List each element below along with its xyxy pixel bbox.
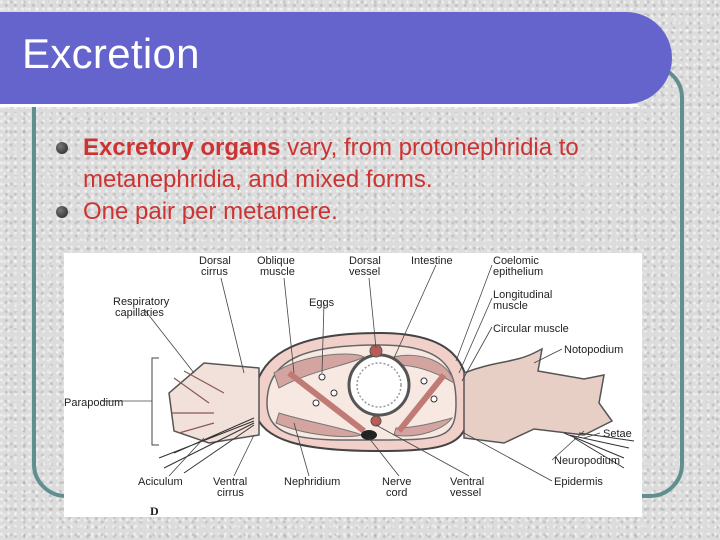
bullet-item: Excretory organs vary, from protonephrid…: [56, 132, 696, 196]
right-parapodium: [463, 347, 635, 469]
label-aciculum: Aciculum: [138, 476, 183, 488]
label-oblique-muscle: muscle: [260, 266, 295, 278]
intestine-lumen: [356, 362, 402, 408]
label-dorsal-cirrus: cirrus: [201, 266, 228, 278]
egg: [312, 399, 320, 407]
egg: [318, 373, 326, 381]
left-parapodium-lobe: [168, 362, 260, 444]
egg: [420, 377, 428, 385]
label-setae: Setae: [603, 428, 632, 440]
bullet-bold-text: Excretory organs: [83, 134, 281, 161]
body-cross-section: [252, 331, 471, 453]
label-coelomic-epithelium: epithelium: [493, 266, 543, 278]
diagram-labels: Dorsal cirrus Oblique muscle Dorsal vess…: [64, 255, 632, 517]
nerve-cord: [361, 430, 377, 440]
label-ventral-vessel: Ventral: [450, 476, 484, 488]
dorsal-muscle-right: [393, 354, 455, 385]
bullet-list: Excretory organs vary, from protonephrid…: [56, 132, 696, 228]
label-respiratory-capillaries: Respiratory: [113, 296, 170, 308]
label-nephridium: Nephridium: [284, 476, 340, 488]
label-nerve-cord: cord: [386, 487, 407, 499]
label-dorsal-vessel: Dorsal: [349, 255, 381, 267]
title-bar: [0, 12, 672, 107]
leader-lines: [102, 264, 601, 482]
label-eggs: Eggs: [309, 297, 335, 309]
parapodium-bracket: [151, 357, 159, 446]
label-intestine: Intestine: [411, 255, 453, 267]
respiratory-capillaries: [172, 370, 225, 434]
diagram-svg: Dorsal cirrus Oblique muscle Dorsal vess…: [64, 255, 635, 517]
label-ventral-vessel: vessel: [450, 487, 481, 499]
left-setae: [158, 417, 255, 474]
label-coelomic-epithelium: Coelomic: [493, 255, 539, 267]
label-longitudinal-muscle: Longitudinal: [493, 289, 552, 301]
setae-bundle: [563, 432, 635, 469]
label-neuropodium: Neuropodium: [554, 455, 620, 467]
oblique-muscle-left: [287, 370, 366, 434]
label-longitudinal-muscle: muscle: [493, 300, 528, 312]
label-oblique-muscle: Oblique: [257, 255, 295, 267]
oblique-muscle-right: [396, 373, 447, 433]
bullet-icon: [56, 206, 68, 218]
label-ventral-cirrus: Ventral: [213, 476, 247, 488]
label-nerve-cord: Nerve: [382, 476, 411, 488]
label-parapodium: Parapodium: [64, 397, 123, 409]
label-epidermis: Epidermis: [554, 476, 603, 488]
left-parapodium: [158, 362, 260, 474]
egg: [430, 395, 438, 403]
bullet-text: vary, from protonephridia to metanephrid…: [83, 134, 579, 193]
label-dorsal-cirrus: Dorsal: [199, 255, 231, 267]
notopodium-neuropodium: [463, 347, 614, 444]
label-circular-muscle: Circular muscle: [493, 323, 569, 335]
label-ventral-cirrus: cirrus: [217, 487, 244, 499]
bullet-item: One pair per metamere.: [56, 196, 696, 228]
annelid-cross-section-diagram: Dorsal cirrus Oblique muscle Dorsal vess…: [64, 253, 642, 517]
label-respiratory-capillaries: capillaries: [115, 307, 164, 319]
label-notopodium: Notopodium: [564, 344, 623, 356]
slide-title: Excretion: [22, 30, 200, 77]
ventral-muscle-right: [393, 417, 454, 437]
title-rule: [0, 104, 638, 107]
label-dorsal-vessel: vessel: [349, 266, 380, 278]
egg: [330, 389, 338, 397]
panel-letter: D: [150, 504, 159, 517]
ventral-vessel: [370, 415, 382, 427]
bullet-text: One pair per metamere.: [83, 198, 338, 225]
bullet-icon: [56, 142, 68, 154]
